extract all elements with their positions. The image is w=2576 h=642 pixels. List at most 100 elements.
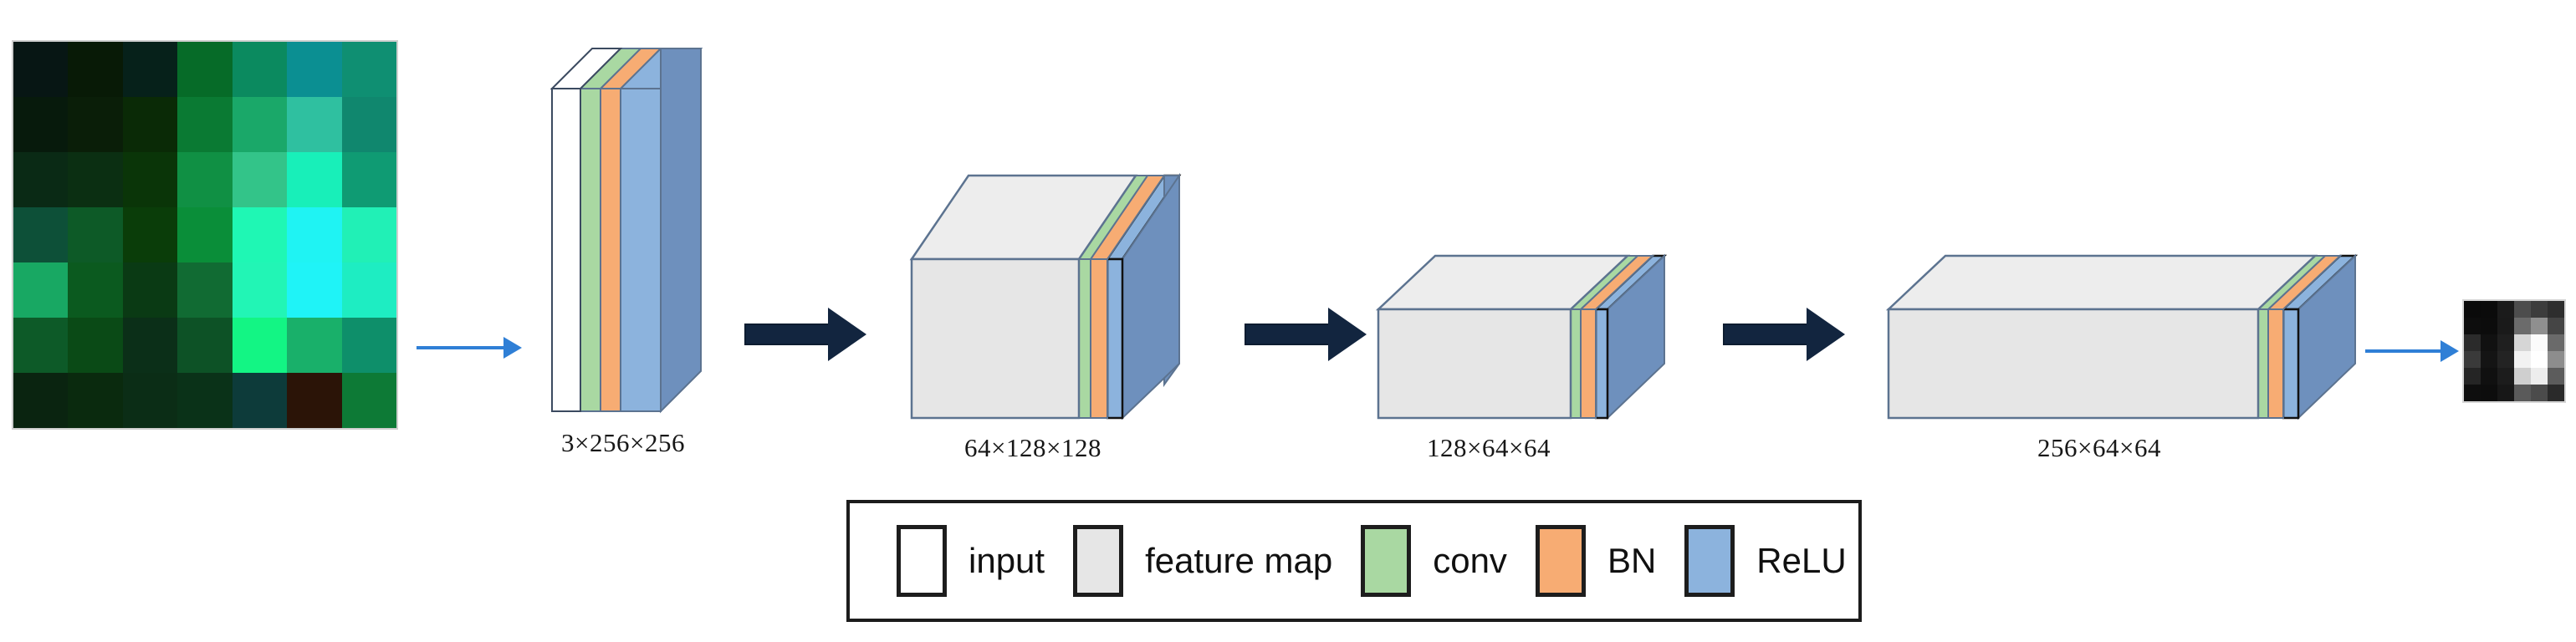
- pixel-cell: [287, 152, 342, 207]
- block-1-label: 3×256×256: [561, 428, 685, 457]
- pixel-cell: [122, 42, 178, 97]
- pixel-cell: [2514, 301, 2531, 318]
- arrow-shaft: [744, 324, 832, 345]
- pixel-cell: [68, 97, 123, 152]
- pixel-cell: [2464, 318, 2481, 334]
- pixel-cell: [2497, 351, 2514, 368]
- pixel-cell: [287, 373, 342, 428]
- pixel-cell: [122, 373, 178, 428]
- pixel-cell: [2481, 368, 2497, 385]
- pixel-cell: [177, 207, 233, 262]
- pixel-cell: [341, 207, 396, 262]
- pixel-cell: [2531, 368, 2548, 385]
- pixel-cell: [2464, 334, 2481, 351]
- legend-label: BN: [1607, 541, 1657, 580]
- pixel-cell: [13, 152, 69, 207]
- pixel-cell: [68, 207, 123, 262]
- legend-label: input: [969, 541, 1045, 580]
- pixel-cell: [232, 152, 288, 207]
- pixel-cell: [2548, 385, 2564, 401]
- pixel-cell: [2464, 351, 2481, 368]
- arrow-shaft: [417, 346, 505, 349]
- pixel-cell: [177, 262, 233, 318]
- pixel-cell: [2514, 368, 2531, 385]
- pixel-cell: [2548, 334, 2564, 351]
- pixel-cell: [177, 152, 233, 207]
- pixel-cell: [13, 262, 69, 318]
- pixel-cell: [2531, 318, 2548, 334]
- legend-item-feature-map: feature map: [1073, 525, 1361, 597]
- pixel-cell: [232, 318, 288, 373]
- arrow-head: [2441, 340, 2459, 362]
- pixel-cell: [2481, 334, 2497, 351]
- arrow-block2-to-block3: [1245, 308, 1370, 361]
- block-2: 64×128×128: [903, 142, 1182, 462]
- arrow-shaft: [1245, 324, 1332, 345]
- pixel-cell: [2548, 351, 2564, 368]
- pixel-cell: [232, 373, 288, 428]
- pixel-cell: [2464, 301, 2481, 318]
- pixel-cell: [232, 262, 288, 318]
- pixel-cell: [68, 42, 123, 97]
- legend-swatch-bn: [1535, 525, 1586, 597]
- pixel-cell: [177, 97, 233, 152]
- arrow-block1-to-block2: [744, 308, 870, 361]
- block-4: 256×64×64: [1882, 242, 2409, 462]
- pixel-cell: [68, 262, 123, 318]
- pixel-cell: [2464, 385, 2481, 401]
- arrow-head: [503, 337, 522, 359]
- pixel-cell: [177, 318, 233, 373]
- pixel-cell: [2497, 301, 2514, 318]
- arrow-input-to-block1: [417, 331, 522, 364]
- legend-item-conv: conv: [1361, 525, 1536, 597]
- block-1: 3×256×256: [527, 12, 719, 457]
- pixel-cell: [341, 262, 396, 318]
- pixel-cell: [287, 97, 342, 152]
- arrow-head: [828, 308, 866, 361]
- pixel-cell: [2497, 385, 2514, 401]
- pixel-cell: [341, 152, 396, 207]
- legend-label: conv: [1433, 541, 1507, 580]
- pixel-cell: [122, 318, 178, 373]
- pixel-cell: [13, 318, 69, 373]
- pixel-cell: [232, 207, 288, 262]
- pixel-cell: [13, 373, 69, 428]
- pixel-cell: [2481, 385, 2497, 401]
- pixel-cell: [122, 262, 178, 318]
- arrow-head: [1807, 308, 1845, 361]
- legend-swatch-conv: [1361, 525, 1412, 597]
- pixel-cell: [2497, 368, 2514, 385]
- pixel-cell: [2531, 351, 2548, 368]
- pixel-cell: [2548, 301, 2564, 318]
- pixel-cell: [2497, 334, 2514, 351]
- pixel-cell: [2481, 351, 2497, 368]
- pixel-cell: [287, 318, 342, 373]
- pixel-cell: [2514, 385, 2531, 401]
- arrow-block4-to-output: [2365, 334, 2466, 368]
- pixel-cell: [68, 318, 123, 373]
- pixel-cell: [2531, 385, 2548, 401]
- pixel-cell: [2531, 301, 2548, 318]
- pixel-cell: [177, 42, 233, 97]
- pixel-cell: [122, 152, 178, 207]
- pixel-cell: [122, 97, 178, 152]
- pixel-cell: [2514, 318, 2531, 334]
- pixel-cell: [2531, 334, 2548, 351]
- pixel-cell: [2497, 318, 2514, 334]
- arrow-shaft: [1723, 324, 1811, 345]
- pixel-cell: [13, 42, 69, 97]
- pixel-cell: [232, 97, 288, 152]
- legend-swatch-input: [897, 525, 947, 597]
- pixel-cell: [341, 318, 396, 373]
- arrow-shaft: [2365, 349, 2442, 353]
- pixel-cell: [287, 207, 342, 262]
- legend-swatch-relu: [1684, 525, 1735, 597]
- pixel-cell: [2514, 334, 2531, 351]
- pixel-cell: [2481, 301, 2497, 318]
- pixel-cell: [68, 152, 123, 207]
- legend-swatch-feature-map: [1073, 525, 1124, 597]
- legend-item-relu: ReLU: [1684, 525, 1874, 597]
- output-image: [2462, 299, 2566, 403]
